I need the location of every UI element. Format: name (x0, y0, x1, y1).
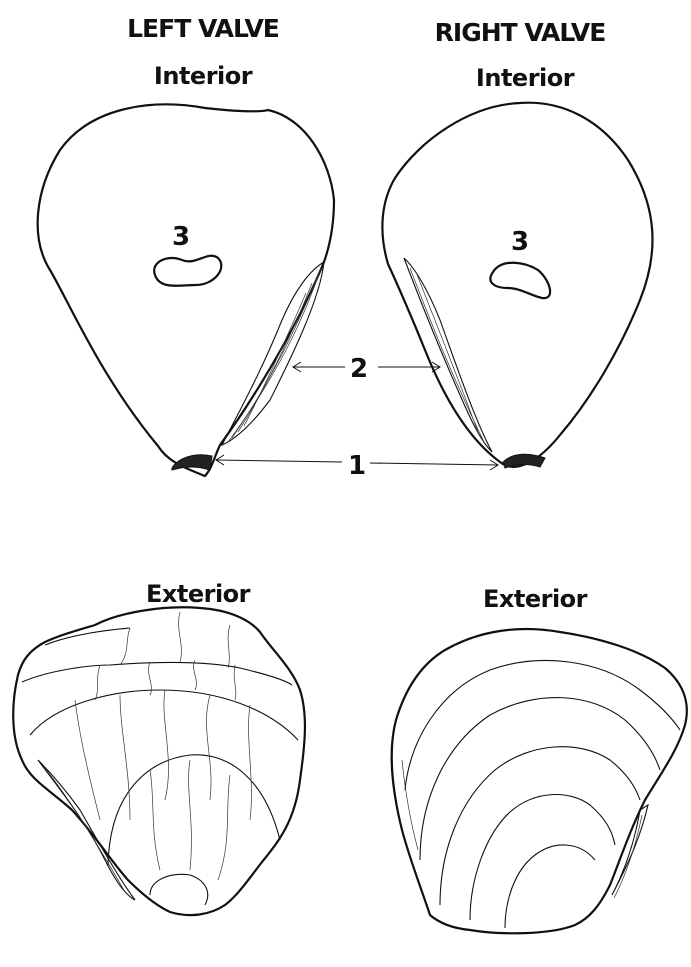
left-exterior-rib (249, 705, 252, 820)
right-exterior-growth-ring (405, 660, 680, 790)
right-valve-exterior (392, 629, 687, 933)
callout-1: 1 (216, 451, 498, 481)
left-muscle-scar-number: 3 (172, 222, 190, 252)
left-muscle-scar (154, 256, 221, 286)
right-exterior-edge-band (612, 805, 648, 895)
left-hinge (172, 455, 212, 470)
left-ligament-line (228, 268, 321, 442)
left-exterior-growth-ring (22, 662, 292, 685)
left-exterior-hinge-beak (150, 874, 208, 905)
left-exterior-growth-ring (108, 755, 280, 865)
left-exterior-rib (228, 625, 230, 668)
left-exterior-rib (75, 700, 100, 820)
left-exterior-rib (234, 665, 236, 700)
left-exterior-rib (95, 665, 100, 700)
right-exterior-growth-ring (505, 845, 595, 928)
left-exterior-edge-band (38, 760, 135, 900)
left-ligament-line (232, 275, 318, 438)
left-valve-exterior (13, 607, 305, 915)
left-exterior-rib (120, 695, 130, 820)
right-exterior-growth-ring (440, 747, 640, 905)
left-exterior-rib (206, 695, 211, 800)
callout-1-right-line (370, 463, 498, 465)
right-interior-outline (382, 103, 652, 467)
left-exterior-rib (164, 690, 169, 800)
right-exterior-growth-ring (420, 698, 660, 860)
callout-2: 2 (293, 354, 440, 384)
right-hinge (503, 454, 545, 468)
left-valve-interior: 3 (38, 104, 334, 476)
callout-1-number: 1 (348, 451, 366, 481)
right-muscle-scar (490, 263, 550, 298)
callout-1-left-line (216, 460, 342, 462)
left-exterior-rib (218, 775, 230, 880)
left-ligament-scar (222, 262, 324, 445)
left-exterior-rib (179, 612, 182, 662)
right-valve-interior: 3 (382, 103, 652, 468)
callout-2-number: 2 (350, 354, 368, 384)
left-exterior-rib (150, 770, 160, 870)
right-ligament-line (410, 268, 484, 442)
left-interior-outline (38, 104, 334, 476)
left-exterior-outline (13, 607, 305, 915)
right-muscle-scar-number: 3 (511, 227, 529, 257)
left-exterior-rib (120, 628, 130, 665)
left-exterior-edge-line (45, 768, 125, 892)
left-exterior-rib (189, 760, 192, 870)
left-exterior-rib (194, 660, 197, 690)
